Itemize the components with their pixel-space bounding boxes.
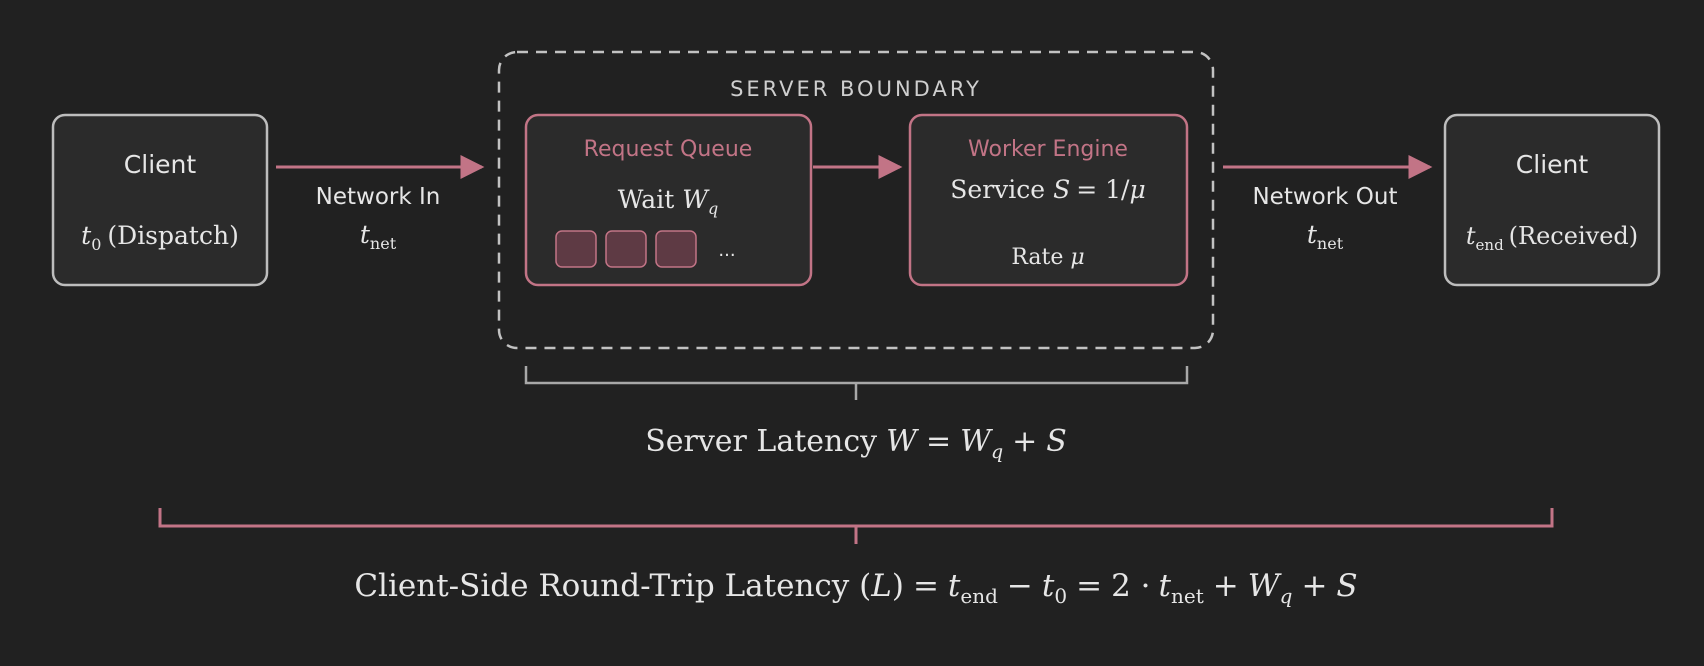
round-trip-t-0-sub: 0 (1054, 584, 1067, 608)
queue-ellipsis: ... (718, 240, 735, 261)
queue-slot (655, 230, 697, 268)
client-left-time-sub: 0 (91, 235, 101, 254)
round-trip-bracket (158, 508, 1554, 544)
round-trip-t-0: t (1042, 568, 1055, 604)
queue-slot (605, 230, 647, 268)
client-left-time-note: (Dispatch) (107, 221, 238, 250)
network-in-var: t (360, 220, 371, 249)
worker-service-eq: = 1/ (1076, 175, 1130, 204)
request-queue-wait-var: W (682, 185, 710, 214)
worker-rate-text: Rate (1011, 245, 1063, 270)
server-boundary: SERVER BOUNDARY (497, 50, 1215, 350)
round-trip-formula: Client-Side Round-Trip Latency (L)=tend−… (354, 568, 1357, 608)
worker-rate-mu: μ (1070, 245, 1084, 270)
client-left-box: Client t0 (Dispatch) (51, 113, 269, 287)
worker-service-mu: μ (1129, 175, 1145, 204)
client-right-received-time: tend(Received) (1466, 222, 1638, 254)
round-trip-S: S (1336, 568, 1357, 604)
round-trip-t-net: t (1159, 568, 1172, 604)
round-trip-close: ) (892, 568, 904, 604)
worker-engine-title: Worker Engine (968, 137, 1128, 162)
round-trip-Wq: W (1248, 568, 1282, 604)
client-right-box: Client tend(Received) (1443, 113, 1661, 287)
client-right-time-sub: end (1476, 236, 1505, 254)
client-right-title: Client (1516, 150, 1589, 179)
client-left-title: Client (124, 150, 197, 179)
round-trip-t-end-sub: end (960, 584, 998, 608)
request-queue-box: Request Queue Wait Wq ... (524, 113, 813, 287)
round-trip-L: L (870, 568, 892, 604)
round-trip-plus2: + (1301, 568, 1327, 604)
server-latency-W: W (886, 424, 919, 459)
round-trip-t-end: t (948, 568, 961, 604)
server-latency-prefix: Server Latency (645, 424, 877, 459)
request-queue-wait: Wait Wq (618, 185, 718, 218)
client-right-time-note: (Received) (1509, 222, 1638, 250)
client-right-rect (1443, 113, 1661, 287)
round-trip-eq2: = (1076, 568, 1102, 604)
client-left-rect (51, 113, 269, 287)
network-out-label: Network Out (1252, 184, 1397, 210)
client-right-time-var: t (1466, 222, 1476, 250)
server-latency-bracket (524, 366, 1189, 400)
request-queue-rect (524, 113, 813, 287)
network-in-time: tnet (360, 220, 397, 253)
server-latency-eq: = (926, 424, 951, 459)
server-boundary-label: SERVER BOUNDARY (730, 77, 982, 101)
server-latency-Wq: W (960, 424, 993, 459)
round-trip-minus: − (1007, 568, 1033, 604)
server-boundary-rect (497, 50, 1215, 350)
worker-engine-service: Service S= 1/μ (950, 175, 1145, 204)
round-trip-two-dot: 2 · (1111, 568, 1150, 604)
round-trip-plus1: + (1213, 568, 1239, 604)
network-out-sub: net (1317, 234, 1344, 253)
server-latency-Wq-sub: q (991, 441, 1003, 463)
request-queue-wait-text: Wait (618, 185, 674, 214)
network-out-var: t (1307, 220, 1318, 249)
client-left-time-var: t (81, 221, 92, 250)
request-queue-wait-sub: q (708, 199, 718, 218)
network-out-time: tnet (1307, 220, 1344, 253)
network-in-sub: net (370, 234, 397, 253)
worker-engine-rect (908, 113, 1189, 287)
round-trip-Wq-sub: q (1280, 584, 1293, 608)
round-trip-t-net-sub: net (1171, 584, 1204, 608)
request-queue-title: Request Queue (584, 137, 753, 162)
round-trip-eq1: = (913, 568, 939, 604)
queue-slot (555, 230, 597, 268)
network-in-label: Network In (316, 184, 441, 210)
round-trip-prefix: Client-Side Round-Trip Latency ( (354, 568, 871, 604)
client-left-dispatch-time: t0 (Dispatch) (81, 221, 239, 254)
server-latency-S: S (1046, 424, 1067, 459)
server-latency-plus: + (1012, 424, 1037, 459)
worker-service-text: Service (950, 175, 1045, 204)
worker-service-var: S (1053, 175, 1070, 204)
